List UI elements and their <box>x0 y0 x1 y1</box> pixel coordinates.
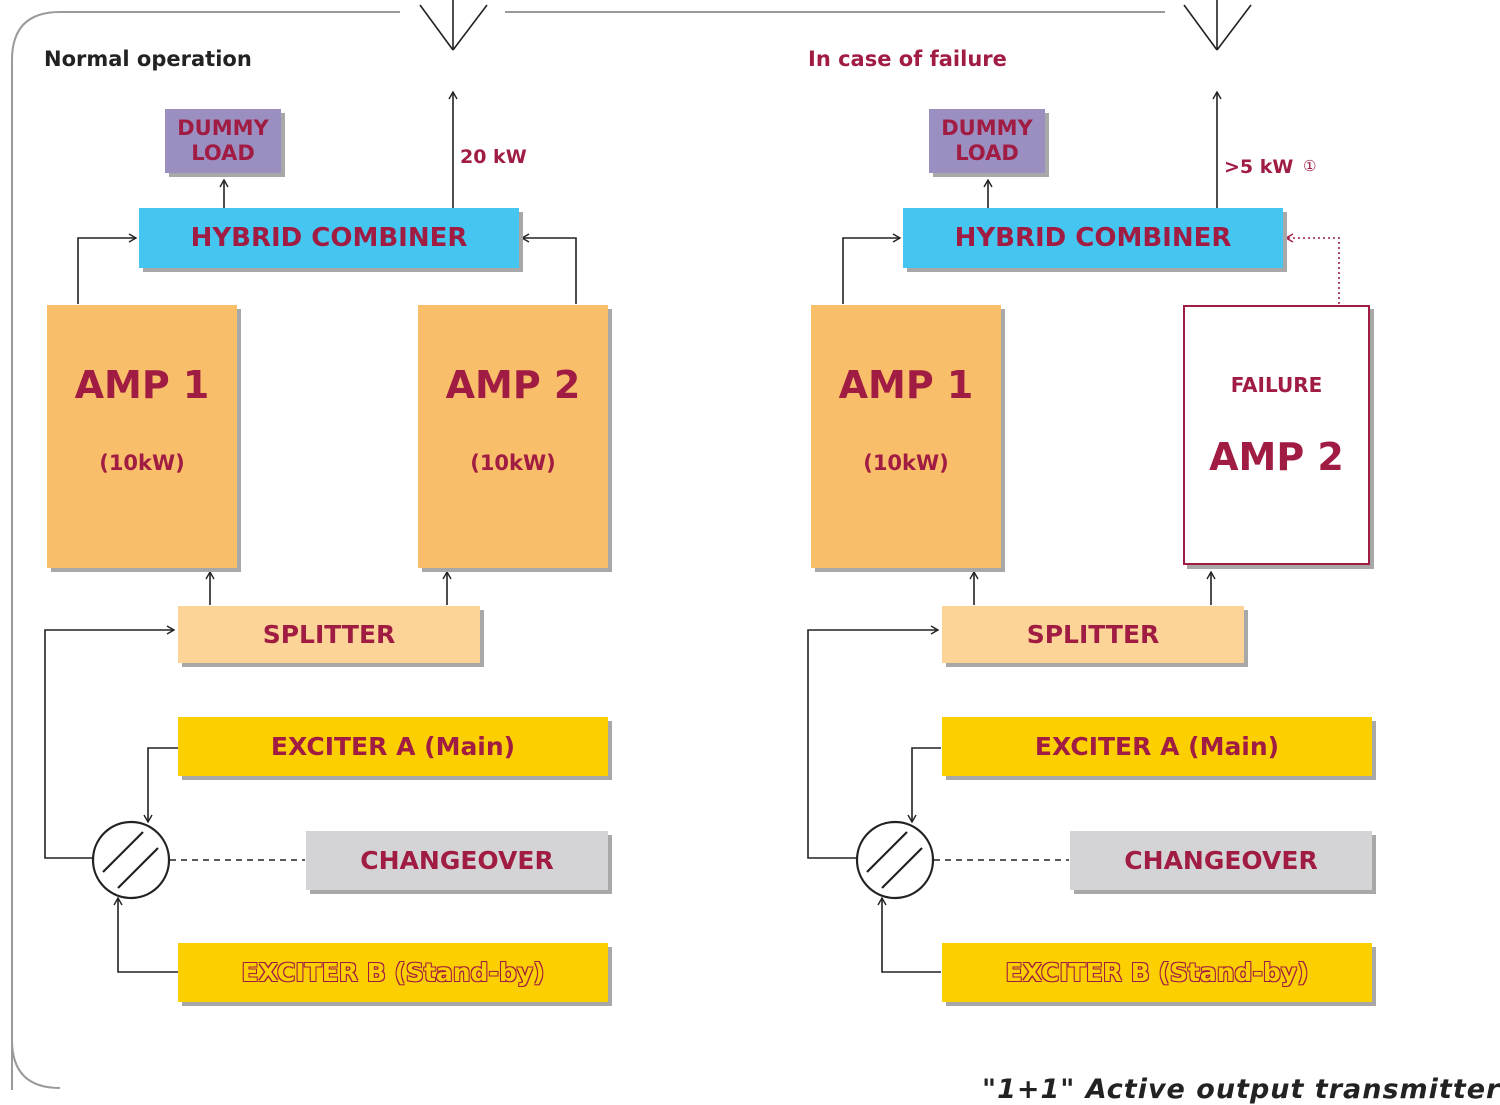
left-exciter-a: EXCITER A (Main) <box>178 717 608 776</box>
right-dummy-load: DUMMY LOAD <box>929 109 1045 173</box>
right-exciter-a: EXCITER A (Main) <box>942 717 1372 776</box>
right-amp2-failed: FAILURE AMP 2 <box>1183 305 1370 565</box>
panel-frame <box>11 11 1165 1090</box>
left-amp1-power: (10kW) <box>99 451 185 475</box>
right-amp1-name: AMP 1 <box>838 363 974 407</box>
left-dummy-load: DUMMY LOAD <box>165 109 281 173</box>
right-amp2-name: AMP 2 <box>1209 435 1344 479</box>
left-amp2-name: AMP 2 <box>445 363 581 407</box>
left-amp1-name: AMP 1 <box>74 363 210 407</box>
panel-frame-corner <box>11 1039 61 1089</box>
left-changeover: CHANGEOVER <box>306 831 608 890</box>
right-panel-title: In case of failure <box>808 47 1007 71</box>
right-amp1-power: (10kW) <box>863 451 949 475</box>
right-connectors <box>807 0 1252 973</box>
left-splitter: SPLITTER <box>178 606 480 663</box>
right-amp1: AMP 1 (10kW) <box>811 305 1001 568</box>
left-output-power: 20 kW <box>460 146 527 168</box>
right-splitter: SPLITTER <box>942 606 1244 663</box>
right-output-power: >5 kW <box>1224 156 1294 178</box>
left-hybrid-combiner: HYBRID COMBINER <box>139 208 519 268</box>
diagram-caption: "1+1" Active output transmitter <box>982 1074 1500 1105</box>
right-note-marker: ① <box>1303 157 1317 175</box>
failure-dotted-link <box>1284 233 1340 304</box>
right-hybrid-combiner: HYBRID COMBINER <box>903 208 1283 268</box>
right-exciter-b: EXCITER B (Stand-by) <box>942 943 1372 1002</box>
right-amp2-failure-status: FAILURE <box>1230 373 1323 397</box>
left-connectors <box>44 0 577 973</box>
diagram-canvas <box>11 0 1340 1090</box>
left-amp2: AMP 2 (10kW) <box>418 305 608 568</box>
left-amp1: AMP 1 (10kW) <box>47 305 237 568</box>
left-panel-title: Normal operation <box>44 47 252 71</box>
left-amp2-power: (10kW) <box>470 451 556 475</box>
left-exciter-b: EXCITER B (Stand-by) <box>178 943 608 1002</box>
right-changeover: CHANGEOVER <box>1070 831 1372 890</box>
